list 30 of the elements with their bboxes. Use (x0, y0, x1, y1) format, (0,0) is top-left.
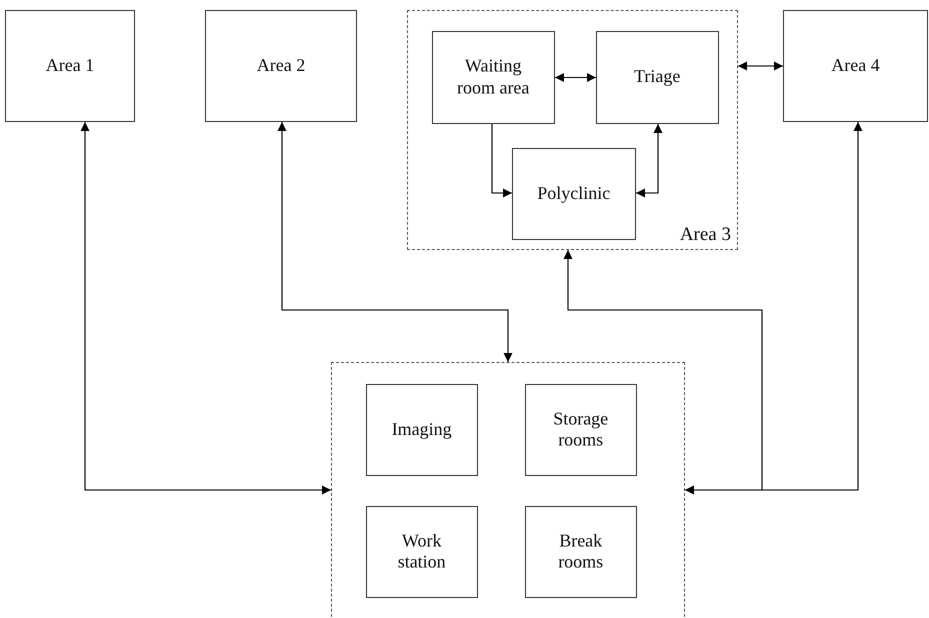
node-label: Area 1 (44, 55, 96, 77)
room-box (524, 384, 637, 476)
arrow (636, 124, 662, 198)
node-label: Waiting room area (456, 56, 530, 99)
room-box (596, 30, 719, 124)
node-label: Area 3 (680, 224, 731, 247)
arrow (491, 124, 512, 198)
arrow (685, 122, 862, 494)
node-label: Polyclinic (536, 182, 612, 204)
room-box (512, 148, 636, 240)
room-box (5, 10, 135, 122)
room-box (205, 10, 357, 122)
node-label: Area 4 (830, 55, 881, 77)
node-label: Area 2 (256, 55, 306, 77)
dashed-area-boundary (407, 10, 738, 250)
room-box (524, 506, 637, 598)
arrow (738, 62, 783, 70)
arrow (80, 122, 331, 494)
room-box (366, 506, 478, 598)
dashed-area-boundary (331, 362, 685, 618)
node-label: Work station (396, 530, 447, 574)
room-box (783, 10, 928, 122)
arrow (278, 122, 512, 362)
node-label: Storage rooms (552, 408, 610, 452)
node-label: Break rooms (557, 530, 604, 574)
arrow (555, 73, 596, 82)
room-box (432, 30, 555, 124)
node-label: Imaging (390, 418, 453, 440)
room-box (366, 384, 478, 476)
node-label: Triage (633, 66, 682, 88)
